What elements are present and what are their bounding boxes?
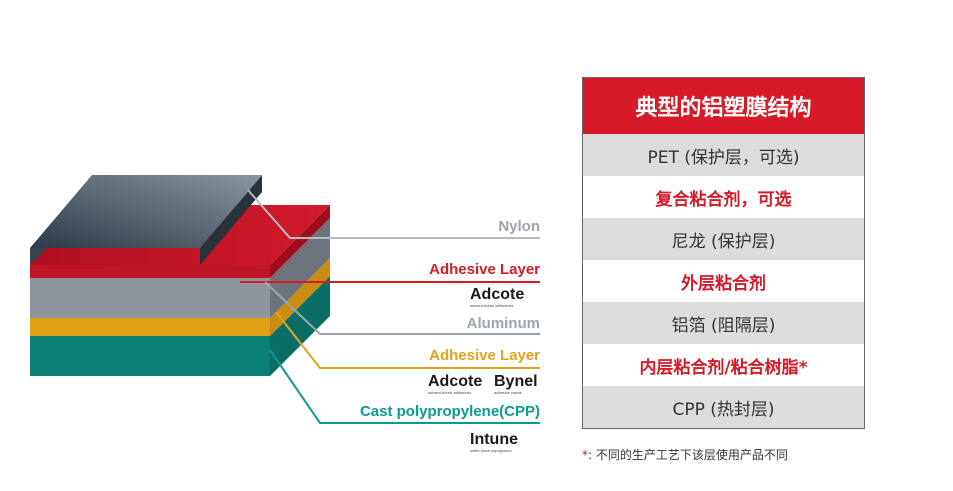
bynel-logo: Bynel adhesive resins [494,373,538,396]
adhesive-inner-leader [275,311,540,369]
adhesive-outer-label: Adhesive Layer [429,261,540,278]
cpp-side [270,276,330,376]
intune-logo: Intune olefin block copolymers [470,431,518,454]
table-row: 尼龙 (保护层) [583,218,864,260]
bynel-brand-name: Bynel [494,373,538,390]
aluminum-label: Aluminum [466,315,540,332]
table-row: 内层粘合剂/粘合树脂* [639,357,808,378]
cpp-label: Cast polypropylene(CPP) [359,403,540,420]
adcote-tagline: solvent-borne adhesives [428,390,472,395]
intune-tagline: olefin block copolymers [470,448,512,453]
cpp-leader [269,349,540,424]
table-row: 复合粘合剂，可选 [655,189,792,210]
intune-brand-name: Intune [470,431,518,448]
footnote-text: : 不同的生产工艺下该层使用产品不同 [588,448,788,462]
structure-table: 典型的铝塑膜结构 PET (保护层，可选) 复合粘合剂，可选 尼龙 (保护层) … [582,77,865,429]
adcote-logo-inner: Adcote solvent-borne adhesives [428,373,483,396]
table-row: CPP (热封层) [583,386,864,428]
nylon-top [30,175,262,248]
aluminum-side [270,218,330,318]
aluminum-leader [264,281,540,335]
layer-stack-diagram [30,175,540,424]
nylon-label: Nylon [498,218,540,235]
adhesive-inner-label: Adhesive Layer [429,347,540,364]
table-row: PET (保护层，可选) [583,134,864,176]
adhesive-outer-side [270,205,330,278]
table-title: 典型的铝塑膜结构 [583,78,864,134]
adcote-brand-name: Adcote [428,373,483,390]
table-row: 外层粘合剂 [681,273,766,294]
cpp-front [30,336,270,376]
bynel-tagline: adhesive resins [494,390,522,395]
adcote-brand-name: Adcote [470,286,525,303]
adhesive-inner-side [270,258,330,336]
footnote-star: * [582,448,588,462]
adhesive-outer-front [30,265,270,278]
aluminum-front [30,278,270,318]
nylon-leader [247,189,540,239]
footnote: *: 不同的生产工艺下该层使用产品不同 [582,446,788,463]
adcote-logo-outer: Adcote solvent-borne adhesives [470,286,525,309]
adcote-tagline: solvent-borne adhesives [470,303,514,308]
adhesive-inner-front [30,318,270,336]
nylon-side [200,175,262,265]
table-row: 铝箔 (阻隔层) [583,302,864,344]
